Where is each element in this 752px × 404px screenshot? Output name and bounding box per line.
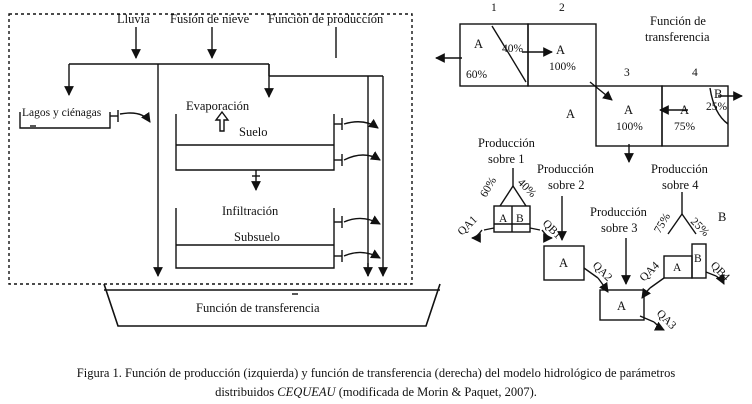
infiltration-label: Infiltración xyxy=(222,204,279,218)
caption-line-1: Figura 1. Función de producción (izquier… xyxy=(76,366,676,380)
caption-line-2-suffix: (modificada de Morin & Paquet, 2007). xyxy=(335,385,537,399)
cell-4-percent: 75% xyxy=(674,121,696,133)
transfer-channel-label: Función de transferencia xyxy=(196,301,320,315)
production-2-line1: Producción xyxy=(537,162,595,176)
cell-1-percent-top: 40% xyxy=(502,43,524,55)
subbasin-4-b: B xyxy=(694,253,702,265)
subbasin-2-a: A xyxy=(559,256,568,270)
cell-number-4: 4 xyxy=(692,67,698,79)
flow-qa3: QA3 xyxy=(654,308,678,332)
transfer-title-line2: transferencia xyxy=(645,30,710,44)
caption-model-name: CEQUEAU xyxy=(277,385,336,399)
cell-2 xyxy=(527,23,597,87)
evaporation-label: Evaporación xyxy=(186,99,250,113)
cell-number-3: 3 xyxy=(624,67,630,79)
figure-diagram: Lluvia Fusión de nieve Función de produc… xyxy=(8,2,743,332)
subbasin-1-a: A xyxy=(499,213,508,225)
transfer-function xyxy=(435,23,743,331)
cell-1-a: A xyxy=(474,37,483,51)
flow-qa2: QA2 xyxy=(590,260,614,284)
split-4-right: 25% xyxy=(688,216,712,240)
flow-qb1: QB1 xyxy=(540,218,564,242)
production-2-line2: sobre 2 xyxy=(548,178,584,192)
caption-line-2: distribuidos CEQUEAU (modificada de Mori… xyxy=(20,383,732,402)
figure-caption: Figura 1. Función de producción (izquier… xyxy=(20,364,732,402)
production-boundary xyxy=(8,13,413,285)
transfer-labels: Función de transferencia 1 2 3 4 A 40% 6… xyxy=(456,2,732,332)
subbasin-4-a: A xyxy=(673,262,682,274)
side-label-b: B xyxy=(718,210,726,224)
cell-1-percent-bottom: 60% xyxy=(466,69,488,81)
subsoil-label: Subsuelo xyxy=(234,230,280,244)
side-label-a: A xyxy=(566,107,575,121)
cell-2-a: A xyxy=(556,43,565,57)
cell-4-a: A xyxy=(680,103,689,117)
flow-qa1: QA1 xyxy=(456,214,480,238)
production-4-line2: sobre 4 xyxy=(662,178,699,192)
production-4-line1: Producción xyxy=(651,162,709,176)
cell-4-percent-b: 25% xyxy=(706,101,728,113)
transfer-title-line1: Función de xyxy=(650,14,706,28)
subbasin-1-b: B xyxy=(516,213,524,225)
cell-2-percent: 100% xyxy=(549,61,576,73)
lakes-label: Lagos y ciénagas xyxy=(22,107,102,119)
snowmelt-label: Fusión de nieve xyxy=(170,12,250,26)
caption-line-2-prefix: distribuidos xyxy=(215,385,278,399)
cell-3-percent: 100% xyxy=(616,121,643,133)
cell-4 xyxy=(661,85,729,147)
production-function-label: Función de producción xyxy=(268,12,384,26)
rain-label: Lluvia xyxy=(117,12,150,26)
production-3-line1: Producción xyxy=(590,205,648,219)
production-labels: Lluvia Fusión de nieve Función de produc… xyxy=(22,12,384,315)
soil-label: Suelo xyxy=(239,125,267,139)
production-1-line1: Producción xyxy=(478,136,536,150)
cell-number-2: 2 xyxy=(559,2,565,14)
production-function xyxy=(8,13,441,327)
flow-qb4: QB4 xyxy=(708,260,732,284)
cell-4-b: B xyxy=(714,87,722,101)
subbasin-3-a: A xyxy=(617,299,626,313)
split-1-right: 40% xyxy=(515,177,539,201)
split-1-left: 60% xyxy=(478,175,499,200)
cell-3-a: A xyxy=(624,103,633,117)
production-3-line2: sobre 3 xyxy=(601,221,637,235)
production-1-line2: sobre 1 xyxy=(488,152,524,166)
flow-qa4: QA4 xyxy=(638,260,662,284)
cell-number-1: 1 xyxy=(491,2,497,14)
